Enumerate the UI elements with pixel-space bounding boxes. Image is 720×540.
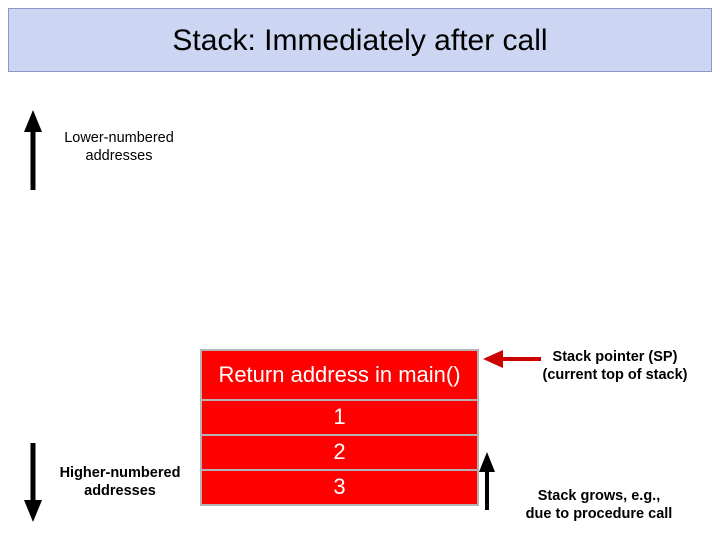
stack-cell-1: 1 — [200, 399, 479, 436]
stack-grows-label: Stack grows, e.g., due to procedure call — [525, 488, 673, 523]
higher-addresses-label: Higher-numbered addresses — [59, 465, 181, 500]
higher-addresses-arrow — [24, 443, 42, 522]
stack-cell-2: 2 — [200, 434, 479, 471]
lower-addresses-label: Lower-numbered addresses — [64, 130, 174, 165]
stack-cell-return-address: Return address in main() — [200, 349, 479, 401]
lower-addresses-arrow — [24, 110, 42, 190]
stack-frame: Return address in main() 1 2 3 — [200, 349, 479, 506]
stack-cell-3: 3 — [200, 469, 479, 506]
slide-title-box: Stack: Immediately after call — [8, 8, 712, 72]
page-title: Stack: Immediately after call — [172, 23, 548, 57]
stack-pointer-label: Stack pointer (SP) (current top of stack… — [542, 349, 688, 384]
